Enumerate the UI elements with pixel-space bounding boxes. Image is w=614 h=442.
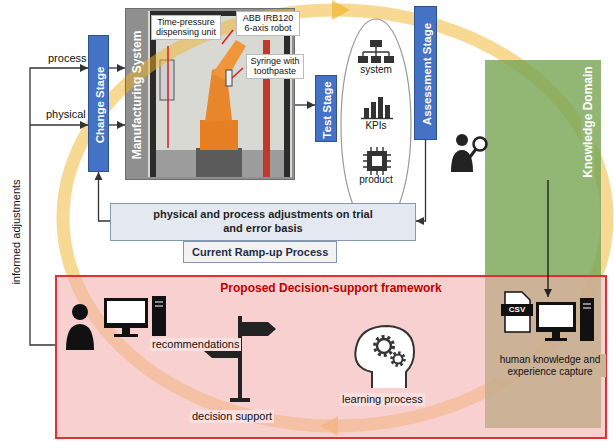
person-head bbox=[456, 134, 468, 146]
bar-chart-icon bbox=[361, 97, 393, 119]
capture-arrow bbox=[547, 180, 548, 297]
monitor bbox=[536, 302, 576, 332]
connector-arrow bbox=[109, 124, 125, 125]
leader-line bbox=[232, 68, 243, 78]
step-label: decision support bbox=[190, 410, 274, 423]
branch-line bbox=[30, 124, 88, 125]
csv-computer-icon bbox=[501, 292, 594, 341]
leader-line bbox=[167, 46, 169, 148]
person-body bbox=[451, 150, 473, 172]
hierarchy-icon bbox=[358, 40, 394, 63]
callout-label: Time-pressure dispensing unit bbox=[151, 15, 221, 40]
connector-arrow bbox=[295, 104, 315, 105]
monitor-base bbox=[114, 334, 138, 337]
assessor-icon bbox=[451, 134, 487, 172]
leader-line bbox=[222, 30, 233, 44]
robot-base bbox=[200, 120, 238, 150]
icon-bar bbox=[385, 105, 390, 118]
adjustment-box: physical and process adjustments on tria… bbox=[110, 203, 416, 241]
node-text: Knowledge Domain bbox=[581, 63, 595, 180]
monitor-stand bbox=[122, 328, 130, 334]
gear bbox=[394, 355, 403, 364]
dispensing-unit bbox=[160, 60, 174, 100]
node-text: Current Ramp-up Process bbox=[192, 246, 328, 258]
node-text: Assessment Stage bbox=[421, 23, 433, 125]
signpost-pole bbox=[238, 316, 242, 400]
monitor-screen bbox=[107, 301, 145, 323]
head-gears-icon bbox=[355, 326, 414, 388]
icon-box bbox=[384, 56, 394, 63]
signpost-sign bbox=[242, 322, 276, 336]
head-outline bbox=[355, 326, 414, 388]
magnifier bbox=[474, 138, 487, 151]
gear-teeth bbox=[392, 353, 405, 366]
icon-box bbox=[371, 56, 381, 63]
node-text: Manufacturing System bbox=[130, 31, 144, 160]
callout-label: ABB IRB120 6-axis robot bbox=[236, 11, 300, 36]
gear-teeth bbox=[375, 337, 394, 356]
icon-bar bbox=[371, 102, 376, 118]
signpost-base bbox=[230, 398, 250, 402]
computer-tower bbox=[580, 298, 594, 341]
edge-label: informed adjustments bbox=[10, 177, 22, 286]
assessment-stage: Assessment Stage bbox=[414, 6, 437, 140]
input-label: physical bbox=[46, 108, 86, 121]
ellipse-shape bbox=[341, 19, 411, 231]
node-text: Test Stage bbox=[321, 81, 333, 138]
test-stage: Test Stage bbox=[315, 75, 337, 142]
chip-icon bbox=[363, 147, 391, 175]
gear bbox=[377, 339, 391, 353]
tower-detail bbox=[155, 302, 163, 306]
monitor-stand bbox=[552, 332, 560, 338]
connector-arrow bbox=[416, 140, 426, 221]
node-text: Change Stage bbox=[94, 66, 106, 143]
robot-pedestal bbox=[196, 148, 242, 177]
step-label: human knowledge and experience capture bbox=[494, 354, 606, 377]
node-text: product bbox=[340, 174, 412, 185]
icon-box bbox=[370, 40, 382, 47]
chip-body bbox=[367, 151, 387, 171]
step-label: learning process bbox=[340, 393, 425, 406]
node-text: KPIs bbox=[340, 120, 412, 131]
file-type-label: CSV bbox=[501, 304, 533, 316]
icon-bar bbox=[364, 108, 369, 118]
file-band bbox=[501, 304, 533, 316]
icon-box bbox=[358, 56, 368, 63]
monitor-screen bbox=[539, 305, 573, 327]
monitor-base bbox=[545, 338, 567, 341]
ramp-up-box: Current Ramp-up Process bbox=[183, 241, 337, 263]
computer-tower bbox=[152, 296, 166, 336]
cell-post bbox=[284, 11, 290, 177]
signpost-icon bbox=[204, 316, 276, 402]
syringe bbox=[226, 70, 232, 86]
node-text: Proposed Decision-support framework bbox=[57, 281, 605, 295]
callout-label: Syringe with toothpaste bbox=[246, 54, 304, 79]
chip-core bbox=[372, 156, 382, 166]
node-text: physical and process adjustments on tria… bbox=[145, 208, 381, 236]
connector-arrow bbox=[99, 172, 111, 221]
chip-pins bbox=[363, 147, 391, 175]
icon-axis bbox=[361, 118, 393, 119]
tower-detail bbox=[583, 304, 591, 308]
person-body bbox=[66, 324, 94, 350]
photo-ground bbox=[148, 11, 292, 177]
change-stage: Change Stage bbox=[88, 35, 109, 172]
monitor bbox=[104, 298, 148, 328]
cycle-arrow-head bbox=[332, 0, 350, 20]
icon-bar bbox=[378, 97, 383, 118]
connector-arrow bbox=[109, 67, 125, 68]
magnifier-handle bbox=[470, 149, 476, 157]
step-label: recommendations bbox=[150, 338, 241, 351]
icon-line bbox=[363, 47, 389, 56]
person-head bbox=[72, 304, 88, 320]
input-label: process bbox=[48, 52, 87, 65]
node-text: system bbox=[340, 64, 412, 75]
